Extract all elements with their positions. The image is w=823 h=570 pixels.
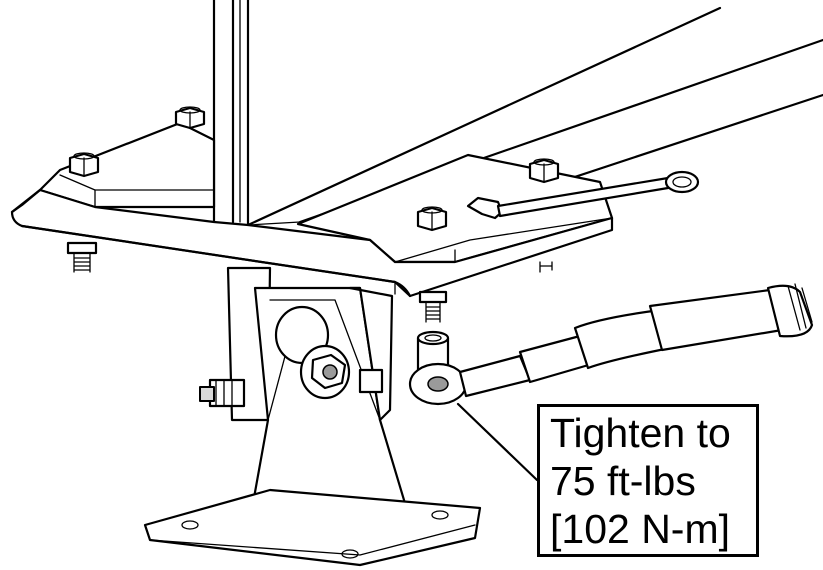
callout-line-1: Tighten to — [550, 410, 731, 456]
torque-wrench — [408, 283, 814, 406]
hex-bolt-1 — [174, 106, 206, 130]
torque-callout-text: Tighten to 75 ft-lbs [102 N-m] — [550, 409, 752, 553]
base-plate — [143, 488, 482, 567]
bolt-thread-mid — [418, 290, 448, 323]
hex-bolt-2 — [68, 152, 100, 178]
hex-bolt-4 — [416, 206, 448, 232]
pivot-pin — [199, 305, 384, 408]
bolt-thread-right — [539, 261, 553, 273]
left-clamp-plate — [38, 121, 216, 209]
torque-callout-box: Tighten to 75 ft-lbs [102 N-m] — [537, 404, 759, 557]
bolt-thread-left — [66, 241, 98, 273]
combination-wrench — [466, 170, 700, 220]
callout-leader — [456, 402, 539, 482]
steel-post — [212, 0, 250, 227]
callout-line-3: [102 N-m] — [550, 506, 730, 552]
callout-line-2: 75 ft-lbs — [550, 458, 696, 504]
hex-bolt-3 — [528, 158, 560, 184]
mounting-plate — [10, 188, 614, 298]
